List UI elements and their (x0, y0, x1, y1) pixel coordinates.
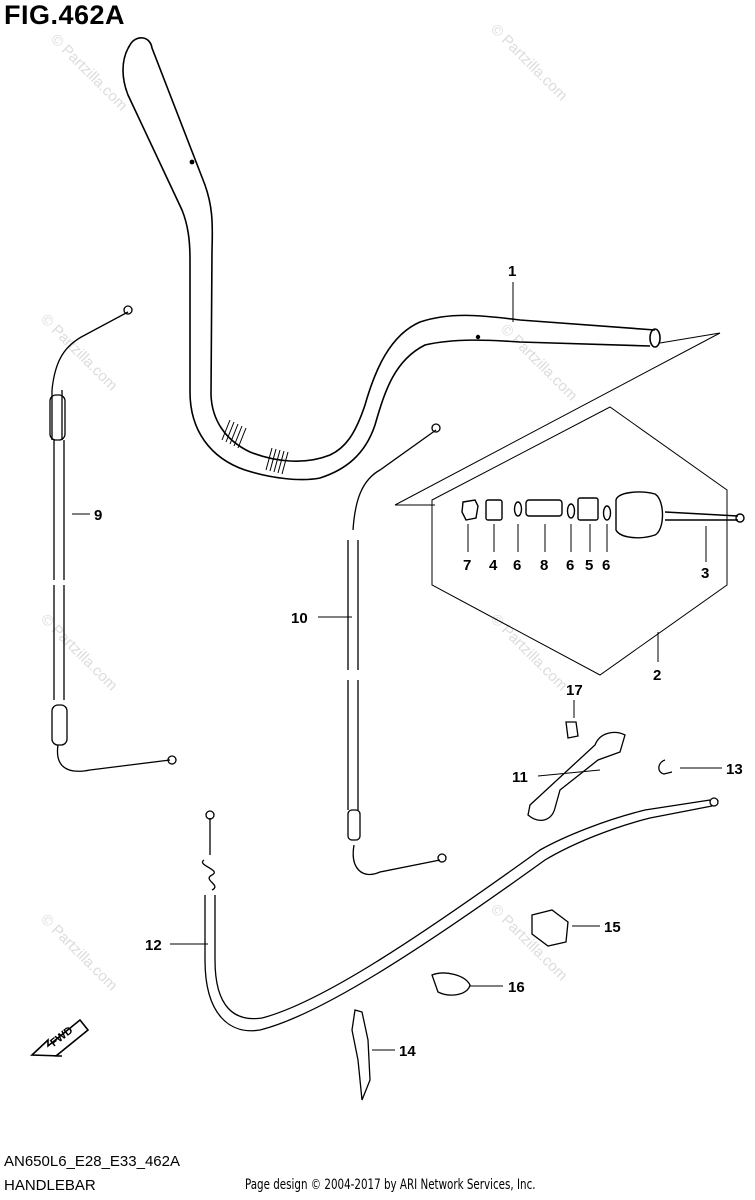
watermark: © Partzilla.com (487, 21, 570, 104)
leader-lines (72, 282, 728, 1051)
watermark: © Partzilla.com (487, 901, 570, 984)
callout-6: 6 (566, 557, 574, 574)
callout-6: 6 (602, 557, 610, 574)
callout-8: 8 (540, 557, 548, 574)
callout-7: 7 (463, 557, 471, 574)
callout-4: 4 (489, 557, 498, 574)
model-code: AN650L6_E28_E33_462A (4, 1153, 180, 1170)
figure-title: FIG.462A (4, 0, 126, 30)
watermark: © Partzilla.com (47, 31, 130, 114)
callout-5: 5 (585, 557, 593, 574)
callout-1: 1 (508, 263, 516, 280)
balance-weight-parts (461, 491, 745, 539)
callout-16: 16 (508, 979, 525, 996)
callout-14: 14 (399, 1043, 416, 1060)
handlebar-part (122, 37, 661, 481)
callout-3: 3 (701, 565, 709, 582)
callout-labels: 1 2 3 4 5 6 6 6 7 8 9 10 11 12 13 14 15 … (94, 263, 743, 1060)
callout-13: 13 (726, 761, 743, 778)
watermark: © Partzilla.com (37, 911, 120, 994)
cable-part-12 (201, 797, 719, 1032)
cable-part-10 (347, 423, 447, 876)
callout-10: 10 (291, 610, 308, 627)
fwd-arrow-icon: FWD (30, 1018, 90, 1057)
callout-2: 2 (653, 667, 661, 684)
copyright-notice: Page design © 2004-2017 by ARI Network S… (245, 1177, 536, 1193)
watermarks: © Partzilla.com © Partzilla.com © Partzi… (37, 21, 580, 994)
misc-fasteners (351, 721, 673, 1101)
callout-6: 6 (513, 557, 521, 574)
callout-11: 11 (512, 769, 528, 786)
callout-12: 12 (145, 937, 162, 954)
callout-15: 15 (604, 919, 621, 936)
section-name: HANDLEBAR (4, 1177, 96, 1194)
watermark: © Partzilla.com (497, 321, 580, 404)
watermark: © Partzilla.com (37, 611, 120, 694)
cable-part-9 (49, 305, 177, 772)
callout-9: 9 (94, 507, 102, 524)
callout-17: 17 (566, 682, 583, 699)
